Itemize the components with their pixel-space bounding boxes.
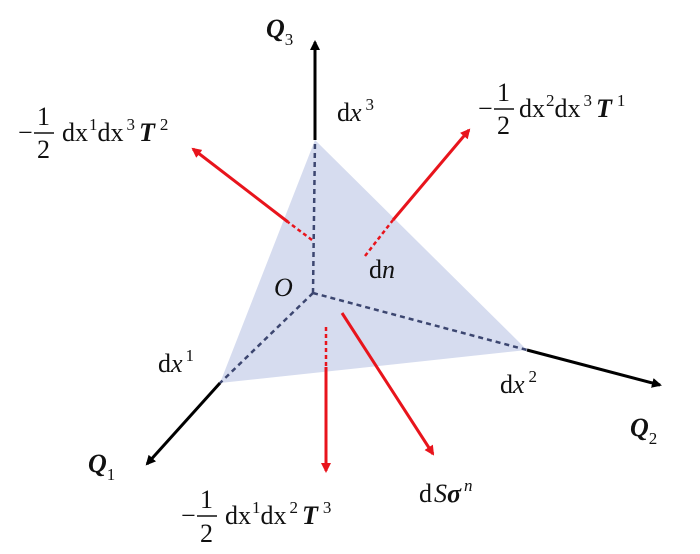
svg-text:2: 2 [37, 135, 50, 164]
svg-text:−: − [181, 501, 196, 530]
axis-label-q1: Q1 [88, 449, 115, 484]
force-sigma-arrow [340, 312, 435, 456]
svg-text:−: − [18, 118, 33, 147]
force-t2-hidden [287, 221, 313, 241]
axis-q2 [526, 348, 662, 388]
svg-text:1: 1 [37, 102, 50, 131]
svg-text:2: 2 [497, 111, 510, 140]
svg-text:1: 1 [497, 78, 510, 107]
origin-label: O [274, 273, 293, 302]
axis-label-q3: Q3 [266, 14, 293, 49]
edge-dx1-hidden [219, 292, 314, 384]
edge-dx2-hidden [312, 291, 528, 352]
axis-label-q2: Q2 [630, 413, 657, 448]
normal-label: dn [369, 255, 395, 284]
svg-text:−: − [478, 94, 493, 123]
svg-text:1: 1 [200, 485, 213, 514]
force-t2-arrow [191, 147, 289, 224]
force-t1-arrow [391, 128, 471, 221]
oblique-face [220, 140, 527, 383]
svg-text:2: 2 [200, 519, 213, 548]
force-t1-hidden [364, 219, 394, 257]
axis-q1 [145, 381, 222, 466]
edge-dx3-hidden [311, 139, 317, 294]
